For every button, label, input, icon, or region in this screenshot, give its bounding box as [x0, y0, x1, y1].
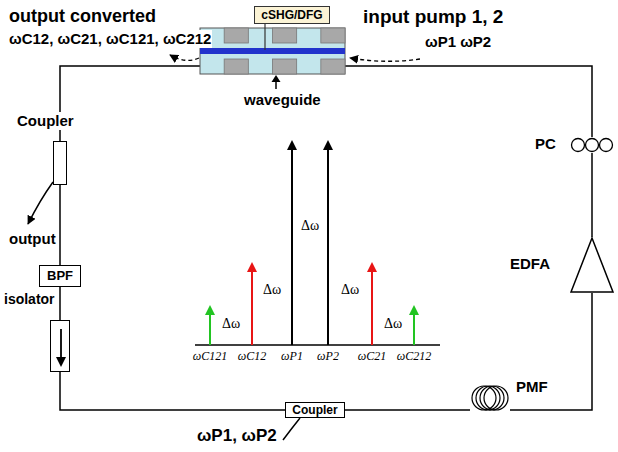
polarization-loop: [586, 139, 599, 152]
fiber-connector: [591, 153, 593, 237]
arrowhead: [323, 140, 333, 150]
node-label: Coupler: [16, 112, 75, 130]
amplifier: EDFA: [570, 237, 614, 293]
annotation-text: output converted: [8, 6, 157, 28]
leader-line: [264, 23, 265, 50]
arrowhead: [287, 140, 297, 150]
node-shape: [200, 28, 345, 74]
filter-box: BPF: [39, 265, 81, 287]
node-label: PC: [535, 135, 556, 153]
pointer-arrow: [275, 81, 277, 89]
node-label: BPF: [47, 268, 73, 284]
fiber-connector: [345, 409, 470, 411]
electrode: [273, 28, 297, 43]
output-dashed-arrow: [170, 55, 199, 60]
arrowhead: [409, 305, 419, 315]
fiber-connector: [510, 293, 592, 410]
spectrum-label: ωP1: [280, 349, 304, 363]
spectrum-label: ωC121: [192, 349, 228, 363]
spectral-line: [327, 148, 329, 345]
input-dashed-arrow: [350, 58, 420, 61]
arrowhead: [205, 305, 215, 315]
fiber-connector: [345, 66, 592, 137]
fiber-connector: [59, 287, 61, 320]
annotation-text: ωP1, ωP2: [196, 426, 278, 446]
electrode: [224, 59, 248, 74]
fiber-connector: [60, 66, 200, 141]
node-label: cSHG/DFG: [261, 8, 322, 22]
waveguide-core: [200, 48, 345, 54]
arrowhead: [367, 262, 377, 272]
spectrum-label: Δω: [340, 282, 360, 299]
electrode: [224, 28, 248, 43]
spectrum-label: Δω: [262, 282, 282, 299]
polarization-controller: PC: [571, 137, 613, 153]
polarization-loop: [600, 139, 613, 152]
spectral-line: [291, 148, 293, 345]
spectrum: [195, 140, 440, 345]
isolator-box: isolator: [50, 320, 70, 372]
node-shape: [470, 380, 510, 412]
output-fiber: [28, 182, 53, 224]
spectrum-label: Δω: [300, 218, 320, 235]
waveguide-chip: [200, 28, 345, 74]
coupler-box: Coupler: [53, 141, 67, 185]
spectral-line: [251, 270, 253, 345]
process-label-box: cSHG/DFG: [254, 6, 329, 24]
arrowhead: [247, 262, 257, 272]
arrowhead: [272, 75, 281, 82]
node-label: isolator: [3, 291, 56, 308]
electrode: [321, 59, 345, 74]
waveguide-chip: waveguide: [200, 28, 345, 74]
node-label: Coupler: [292, 403, 337, 417]
node-shape: [571, 137, 613, 153]
node-label: PMF: [516, 378, 548, 396]
polarization-loop: [572, 139, 585, 152]
amplifier-triangle: [571, 238, 613, 292]
spectral-line: [413, 313, 415, 345]
spectrum-label: ωP2: [316, 349, 340, 363]
node-label: waveguide: [244, 91, 321, 109]
node-label: EDFA: [510, 255, 550, 273]
spectral-line: [371, 270, 373, 345]
spectrum-label: ωC21: [357, 349, 387, 363]
annotation-text: ωP1 ωP2: [424, 33, 492, 51]
annotation-text: output: [8, 230, 57, 248]
spectrum-label: ωC212: [396, 349, 432, 363]
fiber-coil: PMF: [470, 380, 510, 412]
frequency-axis: [195, 344, 440, 346]
annotation-text: input pump 1, 2: [362, 6, 504, 29]
input-fiber: [283, 418, 300, 440]
node-shape: [570, 237, 614, 293]
node-shape: [51, 321, 71, 373]
spectrum-label: ωC12: [237, 349, 267, 363]
coupler-box: Coupler: [285, 402, 344, 418]
fiber-coil: [484, 386, 508, 410]
fiber-connector: [60, 372, 285, 410]
arrowhead: [56, 357, 66, 367]
spectrum-label: Δω: [221, 316, 241, 333]
annotation-text: ωC12, ωC21, ωC121, ωC212: [8, 30, 212, 48]
spectrum-label: Δω: [383, 316, 403, 333]
electrode: [321, 28, 345, 43]
spectral-line: [209, 313, 211, 345]
electrode: [273, 59, 297, 74]
fiber-connector: [59, 185, 61, 265]
isolator-arrow: [60, 329, 62, 359]
